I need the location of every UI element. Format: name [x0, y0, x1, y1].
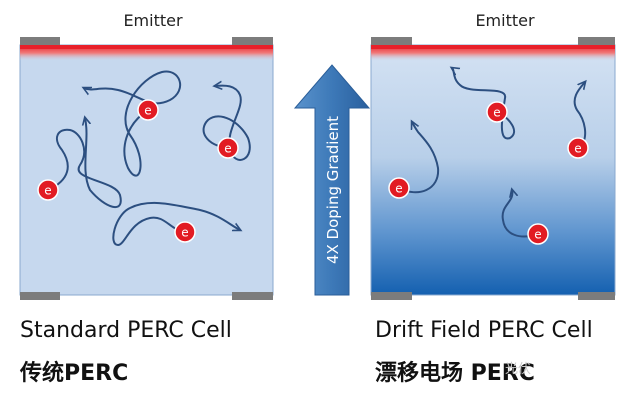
left-bottom-contact-left — [20, 292, 60, 300]
electron-label: e — [534, 228, 541, 242]
watermark: 光伏 — [505, 362, 532, 377]
electron-label: e — [144, 104, 151, 118]
right-cell: Emitter e e e e — [370, 11, 616, 300]
electron — [486, 101, 508, 123]
electron-path — [202, 86, 251, 161]
right-bottom-contact-right — [578, 292, 615, 300]
electron — [174, 221, 196, 243]
electron-label: e — [181, 226, 188, 240]
left-bottom-contact-right — [232, 292, 273, 300]
right-top-contact-left — [371, 37, 412, 45]
right-bottom-contact-left — [371, 292, 412, 300]
left-top-contact-left — [20, 37, 60, 45]
doping-gradient-arrow: 4X Doping Gradient — [293, 64, 371, 296]
right-electrons: e e e e — [388, 101, 589, 245]
left-cell: Emitter e e e e — [19, 11, 274, 300]
left-caption-zh: 传统PERC — [20, 361, 129, 386]
electron — [567, 137, 589, 159]
electron-path — [573, 82, 586, 149]
electron-path — [501, 190, 539, 238]
left-top-contact-right — [232, 37, 273, 45]
left-emitter-line — [20, 45, 273, 49]
right-cell-body — [370, 44, 616, 296]
right-top-contact-right — [578, 37, 615, 45]
left-cell-body — [19, 44, 274, 296]
arrow-label: 4X Doping Gradient — [324, 116, 342, 264]
right-emitter-line — [371, 45, 615, 49]
electron — [37, 179, 59, 201]
right-electron-paths — [398, 68, 586, 238]
left-emitter-label: Emitter — [123, 11, 183, 30]
electron-label: e — [224, 142, 231, 156]
electron — [388, 177, 410, 199]
electron-path — [112, 201, 240, 246]
electron-label: e — [574, 142, 581, 156]
left-electrons: e e e e — [37, 99, 239, 243]
arrow-shape — [293, 64, 371, 296]
electron-path — [84, 70, 182, 177]
right-caption-zh: 漂移电场 PERC — [375, 361, 535, 386]
left-electron-paths — [47, 70, 251, 246]
electron-label: e — [395, 182, 402, 196]
electron — [137, 99, 159, 121]
left-caption-en: Standard PERC Cell — [20, 318, 232, 343]
electron — [527, 223, 549, 245]
right-caption-en: Drift Field PERC Cell — [375, 318, 593, 343]
electron-path — [47, 118, 122, 209]
electron-path — [398, 122, 440, 194]
electron-path — [452, 68, 516, 140]
electron-label: e — [44, 184, 51, 198]
right-emitter-label: Emitter — [475, 11, 535, 30]
electron-label: e — [493, 106, 500, 120]
electron — [217, 137, 239, 159]
